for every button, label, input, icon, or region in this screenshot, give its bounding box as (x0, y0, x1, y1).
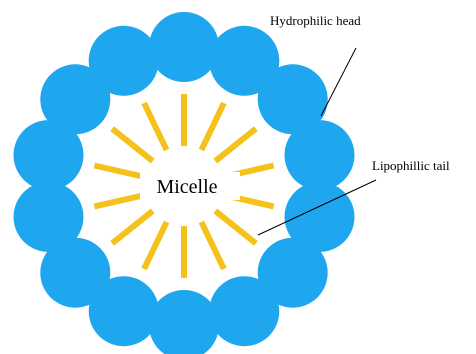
hydrophilic-head-4 (285, 120, 355, 190)
lipophilic-tail-12 (94, 166, 145, 178)
lipophilic-tail-13 (112, 129, 153, 162)
hydrophilic-head-8 (149, 290, 219, 354)
lipophilic-tail-2 (201, 103, 224, 150)
lipophilic-tail-14 (144, 103, 167, 150)
lipophilic-tail-label: Lipophillic tail (372, 158, 450, 173)
hydrophilic-head-1 (149, 12, 219, 82)
lipophilic-tail-11 (94, 195, 145, 207)
hydrophilic-head-11 (14, 182, 84, 252)
lipophilic-tail-7 (201, 222, 224, 269)
lipophilic-tail-9 (144, 222, 167, 269)
head-leader-line (321, 48, 356, 116)
hydrophilic-head-7 (209, 276, 279, 346)
micelle-label: Micelle (156, 176, 217, 198)
hydrophilic-head-14 (89, 26, 159, 96)
lipophilic-tail-6 (215, 211, 256, 244)
lipophilic-tail-10 (112, 211, 153, 244)
hydrophilic-head-label: Hydrophilic head (270, 13, 361, 28)
lipophilic-tail-3 (215, 129, 256, 162)
